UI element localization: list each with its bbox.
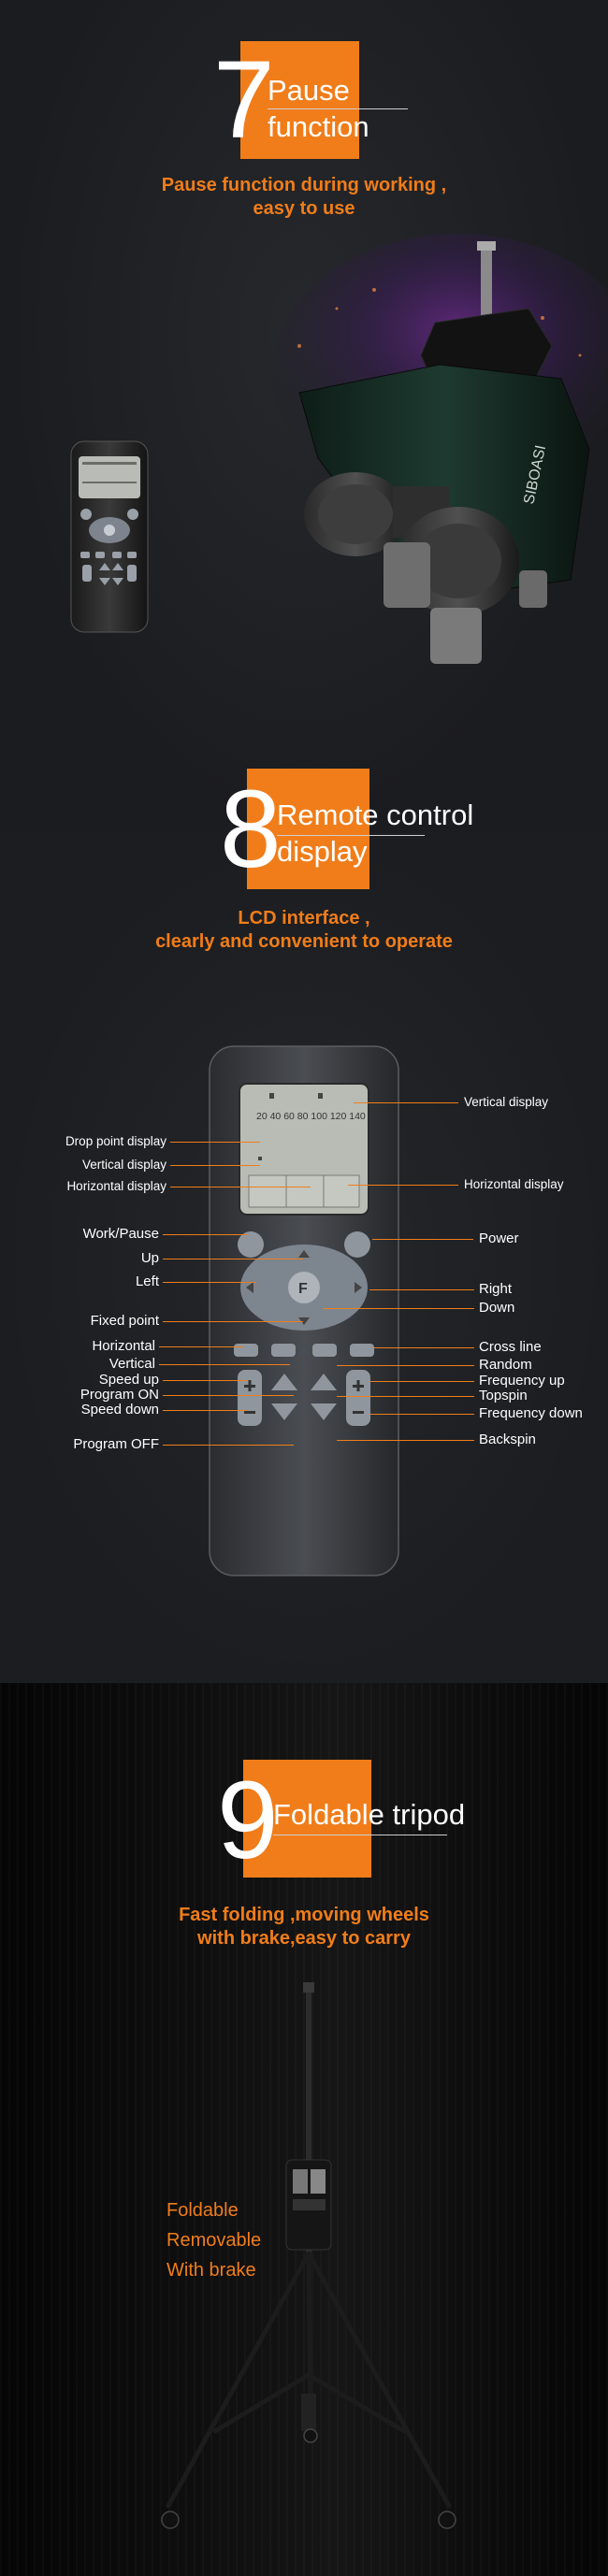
label-horizontal: Horizontal [92, 1338, 155, 1354]
label-cross-line: Cross line [479, 1339, 542, 1355]
label-program-off: Program OFF [73, 1436, 159, 1452]
leader-backspin [337, 1440, 474, 1441]
label-backspin: Backspin [479, 1432, 536, 1447]
svg-text:F: F [298, 1281, 308, 1297]
label-right: Right [479, 1281, 513, 1297]
label-fixed-point: Fixed point [90, 1313, 159, 1329]
leader-vertical-display-right [354, 1102, 458, 1103]
leader-power [372, 1239, 473, 1240]
leader-topspin [337, 1396, 474, 1397]
leader-vertical-display-left [170, 1165, 260, 1166]
section-9-subtitle-line1: Fast folding ,moving wheels [179, 1905, 429, 1925]
section-pause-function: 7 Pause function Pause function during w… [0, 0, 608, 832]
section-9-subtitle-line2: with brake,easy to carry [197, 1928, 411, 1949]
label-power: Power [479, 1230, 519, 1246]
label-vertical: Vertical [109, 1356, 155, 1372]
leader-drop-point-display [170, 1142, 260, 1143]
section-7-title-underline [268, 108, 408, 109]
section-9-title-line1: Foldable tripod [273, 1798, 466, 1831]
leader-down [323, 1308, 474, 1309]
leader-speed-up [163, 1380, 247, 1381]
section-8-subtitle-line2: clearly and convenient to operate [155, 931, 453, 952]
section-8-subtitle-line1: LCD interface , [238, 908, 370, 928]
ball-machine-image: SIBOASI [271, 234, 608, 664]
section-7-subtitle-line1: Pause function during working , [161, 175, 447, 195]
leader-fixed-point [163, 1321, 303, 1322]
section-7-number: 7 [213, 38, 275, 162]
label-down: Down [479, 1300, 515, 1316]
leader-random [337, 1365, 474, 1366]
leader-cross-line [374, 1347, 474, 1348]
leader-work-pause [163, 1234, 247, 1235]
label-vertical-display-left: Vertical display [81, 1158, 166, 1172]
label-frequency-up: Frequency up [479, 1373, 565, 1389]
leader-program-on [163, 1395, 294, 1396]
leader-horizontal-display-right [348, 1185, 458, 1186]
feature-with-brake: With brake [166, 2260, 256, 2281]
section-9-badge [243, 1760, 371, 1878]
leader-speed-down [163, 1410, 247, 1411]
section-8-title-line1: Remote control [277, 799, 474, 831]
section-7-subtitle-line2: easy to use [253, 198, 355, 219]
label-random: Random [479, 1357, 532, 1373]
leader-program-off [163, 1445, 294, 1446]
leader-horizontal [159, 1346, 243, 1347]
leader-right [369, 1289, 474, 1290]
leader-vertical [159, 1364, 290, 1365]
lcd-scale-text: 20 40 60 80 100 120 140 [256, 1111, 366, 1122]
leader-frequency-down [370, 1414, 474, 1415]
label-speed-down: Speed down [80, 1402, 159, 1418]
section-7-title-line2: function [268, 110, 369, 143]
label-topspin: Topspin [479, 1388, 528, 1403]
section-8-number: 8 [220, 768, 282, 891]
section-8-title-line2: display [277, 835, 368, 868]
feature-removable: Removable [166, 2230, 262, 2251]
label-horizontal-display-left: Horizontal display [66, 1179, 166, 1193]
section-9-number: 9 [217, 1759, 279, 1882]
label-speed-up: Speed up [98, 1372, 159, 1388]
label-left: Left [135, 1274, 159, 1289]
small-remote-image [70, 440, 149, 633]
label-work-pause: Work/Pause [82, 1226, 159, 1242]
label-horizontal-display-right: Horizontal display [464, 1177, 564, 1191]
label-drop-point-display: Drop point display [65, 1134, 166, 1148]
remote-control-image: 20 40 60 80 100 120 140 F [209, 1045, 399, 1576]
label-program-on: Program ON [80, 1387, 159, 1403]
section-8-title-underline [277, 835, 425, 836]
label-frequency-down: Frequency down [479, 1405, 583, 1421]
section-7-title-line1: Pause [268, 74, 350, 107]
label-vertical-display-right: Vertical display [464, 1095, 549, 1109]
section-7-badge [240, 41, 359, 159]
feature-foldable: Foldable [166, 2200, 239, 2221]
label-up: Up [140, 1250, 159, 1266]
section-8-badge-block [247, 769, 369, 888]
leader-left [163, 1282, 256, 1283]
leader-frequency-up [370, 1381, 474, 1382]
tripod-image [161, 1982, 456, 2529]
